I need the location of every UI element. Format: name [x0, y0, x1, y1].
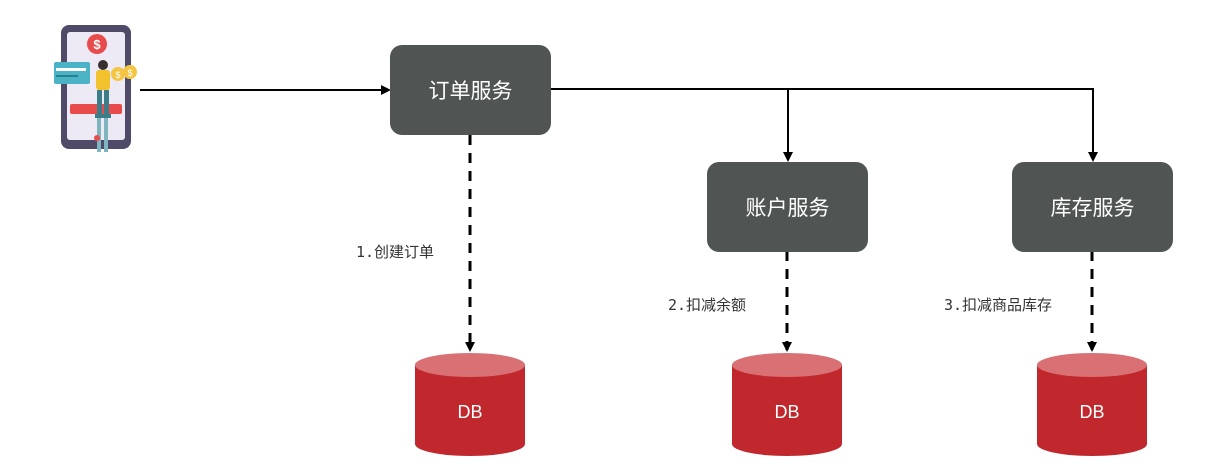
- step-create-order-label: 1.创建订单: [354, 241, 437, 262]
- order-db-label: DB: [457, 402, 483, 422]
- account-service-box: 账户服务: [707, 162, 868, 252]
- svg-text:$: $: [115, 70, 120, 80]
- account-db-label: DB: [774, 402, 800, 422]
- svg-text:$: $: [127, 68, 132, 78]
- account-service-label: 账户服务: [745, 196, 830, 220]
- step-deduct-stock-label: 3.扣减商品库存: [942, 294, 1055, 315]
- order-to-storage-arrow: [788, 88, 1098, 162]
- order-to-account-arrow: [550, 88, 793, 162]
- account-database-icon: [732, 353, 842, 456]
- mobile-payment-icon: $ $ $: [54, 25, 137, 152]
- order-service-label: 订单服务: [428, 79, 513, 103]
- step-deduct-balance-label: 2.扣减余额: [666, 294, 749, 315]
- svg-text:$: $: [93, 37, 101, 52]
- storage-db-label: DB: [1079, 402, 1105, 422]
- order-service-box: 订单服务: [390, 45, 551, 135]
- storage-service-box: 库存服务: [1012, 162, 1173, 252]
- storage-service-label: 库存服务: [1050, 196, 1135, 220]
- order-database-icon: [415, 353, 525, 456]
- storage-database-icon: [1037, 353, 1147, 456]
